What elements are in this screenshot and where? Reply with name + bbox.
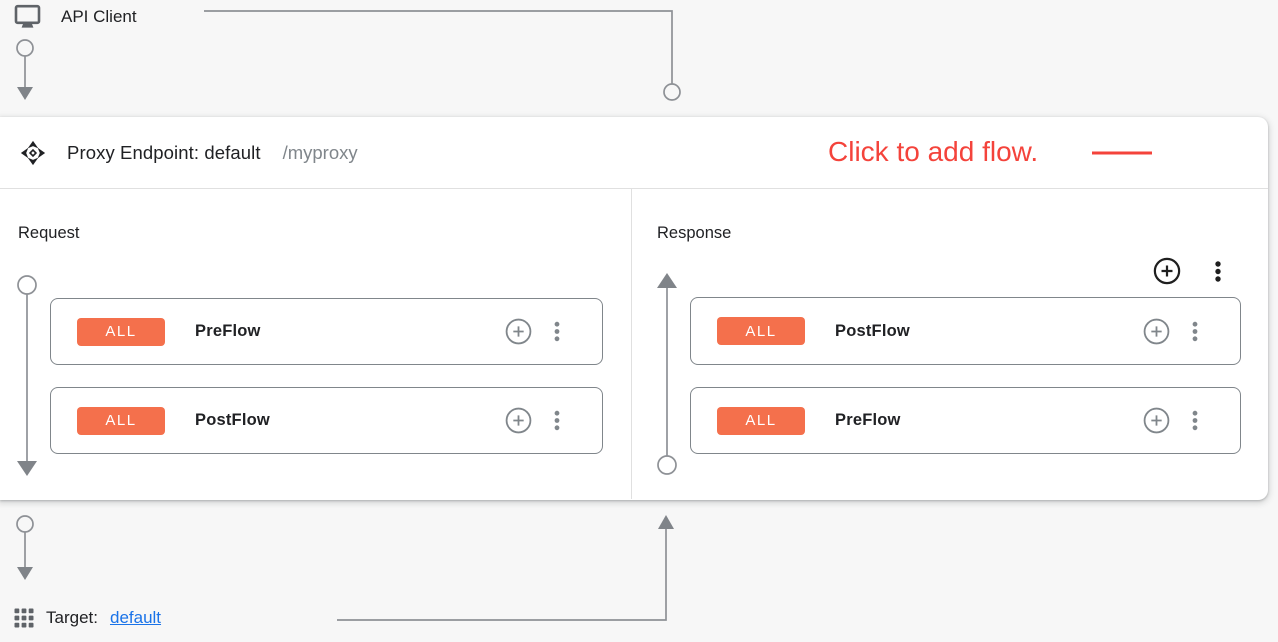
flow-menu-button[interactable] [1182, 318, 1208, 345]
response-panel-label: Response [657, 224, 732, 242]
proxy-endpoint-icon [20, 140, 46, 166]
request-response-divider [631, 189, 632, 499]
target-label: Target: [46, 608, 98, 627]
flow-menu-button[interactable] [544, 407, 570, 434]
api-client: API Client [12, 3, 137, 31]
add-policy-button[interactable] [505, 407, 532, 434]
add-flow-button[interactable] [1153, 257, 1181, 285]
flow-card-response-postflow[interactable]: ALL PostFlow [690, 297, 1241, 365]
flow-card-request-preflow[interactable]: ALL PreFlow [50, 298, 603, 365]
proxy-endpoint-header: Proxy Endpoint: default /myproxy [0, 117, 1268, 189]
flow-menu-button[interactable] [544, 318, 570, 345]
api-client-label: API Client [61, 7, 137, 26]
target-grid-icon [14, 608, 34, 628]
request-panel-label: Request [18, 224, 80, 242]
proxy-endpoint-basepath: /myproxy [282, 141, 358, 163]
flow-name: PreFlow [835, 411, 901, 429]
add-policy-button[interactable] [1143, 318, 1170, 345]
endpoint-menu-button[interactable] [1206, 258, 1230, 285]
flow-name: PostFlow [195, 411, 270, 429]
proxy-endpoint-title: Proxy Endpoint: default [67, 141, 261, 163]
target-row: Target: default [14, 608, 161, 628]
proxy-endpoint-panel: Proxy Endpoint: default /myproxy Request… [0, 117, 1268, 500]
add-policy-button[interactable] [1143, 407, 1170, 434]
flow-name: PostFlow [835, 321, 910, 340]
condition-badge: ALL [717, 406, 805, 435]
condition-badge: ALL [717, 317, 805, 345]
flow-card-request-postflow[interactable]: ALL PostFlow [50, 387, 603, 454]
monitor-icon [12, 3, 43, 31]
condition-badge: ALL [77, 406, 165, 435]
target-default-link[interactable]: default [109, 608, 162, 627]
flow-menu-button[interactable] [1182, 407, 1208, 434]
condition-badge: ALL [77, 317, 165, 346]
click-to-add-flow-annotation: Click to add flow. [828, 136, 1039, 167]
flow-name: PreFlow [195, 322, 261, 340]
flow-card-response-preflow[interactable]: ALL PreFlow [690, 387, 1241, 454]
add-policy-button[interactable] [505, 318, 532, 345]
